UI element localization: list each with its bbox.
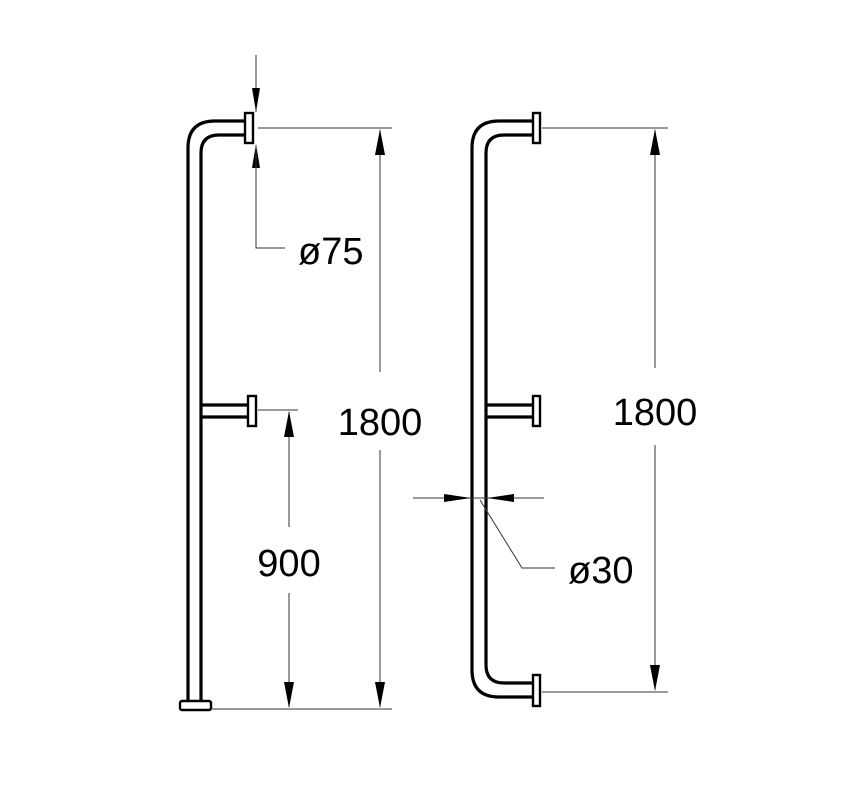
arrowhead-down xyxy=(375,682,385,708)
arrowhead-up xyxy=(375,129,385,155)
right-bottom-flange xyxy=(531,673,542,708)
right-pipe-outer xyxy=(470,119,533,699)
right-pipe-inner xyxy=(484,133,533,685)
left-top-flange xyxy=(243,111,255,145)
left-floor-plate xyxy=(178,699,213,712)
left-middle-flange xyxy=(246,394,258,428)
arrowhead-down xyxy=(284,682,294,708)
arrowhead-left xyxy=(487,494,514,502)
arrowhead-up xyxy=(284,411,294,437)
right-grab-bar xyxy=(470,111,542,708)
right-top-flange xyxy=(531,111,542,145)
right-height-label: 1800 xyxy=(613,392,698,434)
tube-leader-line xyxy=(479,499,555,569)
left-pipe-inner xyxy=(199,133,245,702)
tube-diameter-label: ø30 xyxy=(568,550,633,592)
arrowhead-down xyxy=(252,88,260,112)
right-middle-flange xyxy=(531,394,542,428)
flange-diameter-label: ø75 xyxy=(298,231,363,273)
arrowhead-up xyxy=(650,129,660,155)
left-arm-height-label: 900 xyxy=(257,543,320,585)
left-grab-bar xyxy=(178,111,258,712)
left-height-label: 1800 xyxy=(338,402,423,444)
arrowhead-down xyxy=(650,665,660,691)
left-dimensions: 1800 900 ø75 xyxy=(211,55,423,710)
flange-leader-line xyxy=(255,145,285,249)
right-dimensions: 1800 ø30 xyxy=(413,127,698,693)
arrowhead-right xyxy=(444,494,471,502)
left-pipe-outer xyxy=(186,119,245,702)
